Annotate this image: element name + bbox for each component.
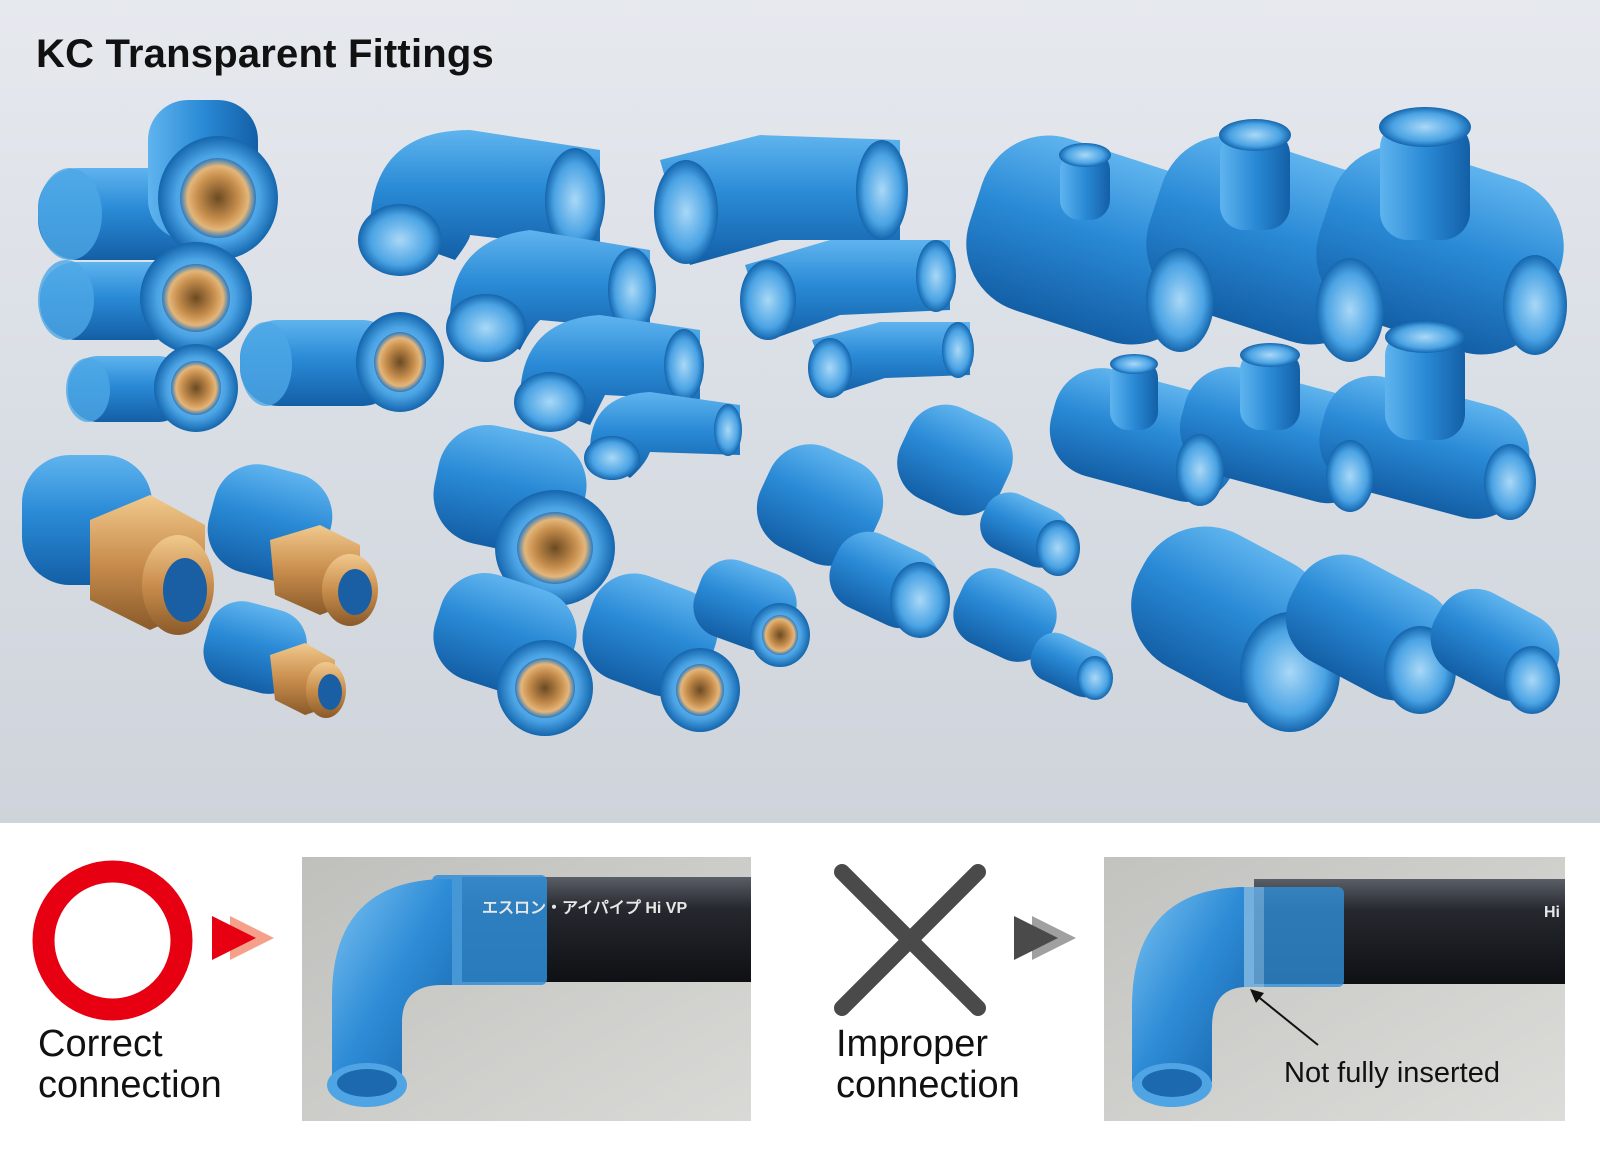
threaded-socket-large [433, 425, 615, 606]
reducer-large [756, 444, 950, 638]
threaded-elbow-side [240, 312, 444, 412]
improper-caption-line1: Improper [836, 1023, 989, 1065]
correct-caption: Correct connection [38, 1024, 222, 1106]
fittings-illustration [22, 100, 1567, 736]
male-adapter-small [203, 601, 346, 718]
male-adapter-large [22, 455, 214, 635]
note-pointer-line [1255, 994, 1319, 1046]
reducer-small [953, 568, 1113, 700]
correct-caption-line1: Correct [38, 1023, 163, 1065]
not-fully-inserted-label: Not fully inserted [1284, 1057, 1500, 1089]
threaded-elbow-large [38, 100, 278, 260]
tee-small-row [1049, 321, 1536, 520]
elbow-45-medium [740, 240, 956, 340]
improper-connection-illustration: Hi [1104, 857, 1565, 1121]
threaded-elbow-medium [38, 242, 252, 354]
socket-medium [1285, 554, 1456, 714]
improper-cross-icon [834, 864, 986, 1016]
improper-arrow-icon [1014, 916, 1076, 960]
correct-arrow-icon [212, 916, 274, 960]
improper-pipe-print: Hi [1544, 904, 1560, 921]
threaded-elbow-small [66, 344, 238, 432]
reducer-medium [897, 404, 1080, 576]
page-title: KC Transparent Fittings [36, 32, 494, 76]
correct-circle-icon [32, 860, 193, 1021]
threaded-socket-medium [433, 573, 593, 736]
improper-connection-photo: Hi [1104, 857, 1565, 1121]
elbow-90-xsmall [584, 392, 742, 480]
socket-small [1430, 588, 1560, 714]
elbow-45-small [808, 322, 974, 398]
male-adapter-medium [207, 464, 378, 626]
improper-caption-line2: connection [836, 1064, 1020, 1106]
product-photo: KC Transparent Fittings [0, 0, 1600, 823]
correct-caption-line2: connection [38, 1064, 222, 1106]
elbow-90-large [358, 130, 605, 276]
correct-pipe-print: エスロン・アイパイプ Hi VP [482, 898, 687, 917]
threaded-socket-xsmall [693, 559, 810, 667]
threaded-socket-small [582, 573, 740, 732]
correct-connection-illustration: エスロン・アイパイプ Hi VP [302, 857, 751, 1121]
improper-caption: Improper connection [836, 1024, 1020, 1106]
tee-large-row [966, 107, 1567, 362]
note-pointer-arrowhead [1250, 989, 1264, 1003]
correct-connection-photo: エスロン・アイパイプ Hi VP [302, 857, 751, 1121]
elbow-45-large [654, 135, 908, 265]
